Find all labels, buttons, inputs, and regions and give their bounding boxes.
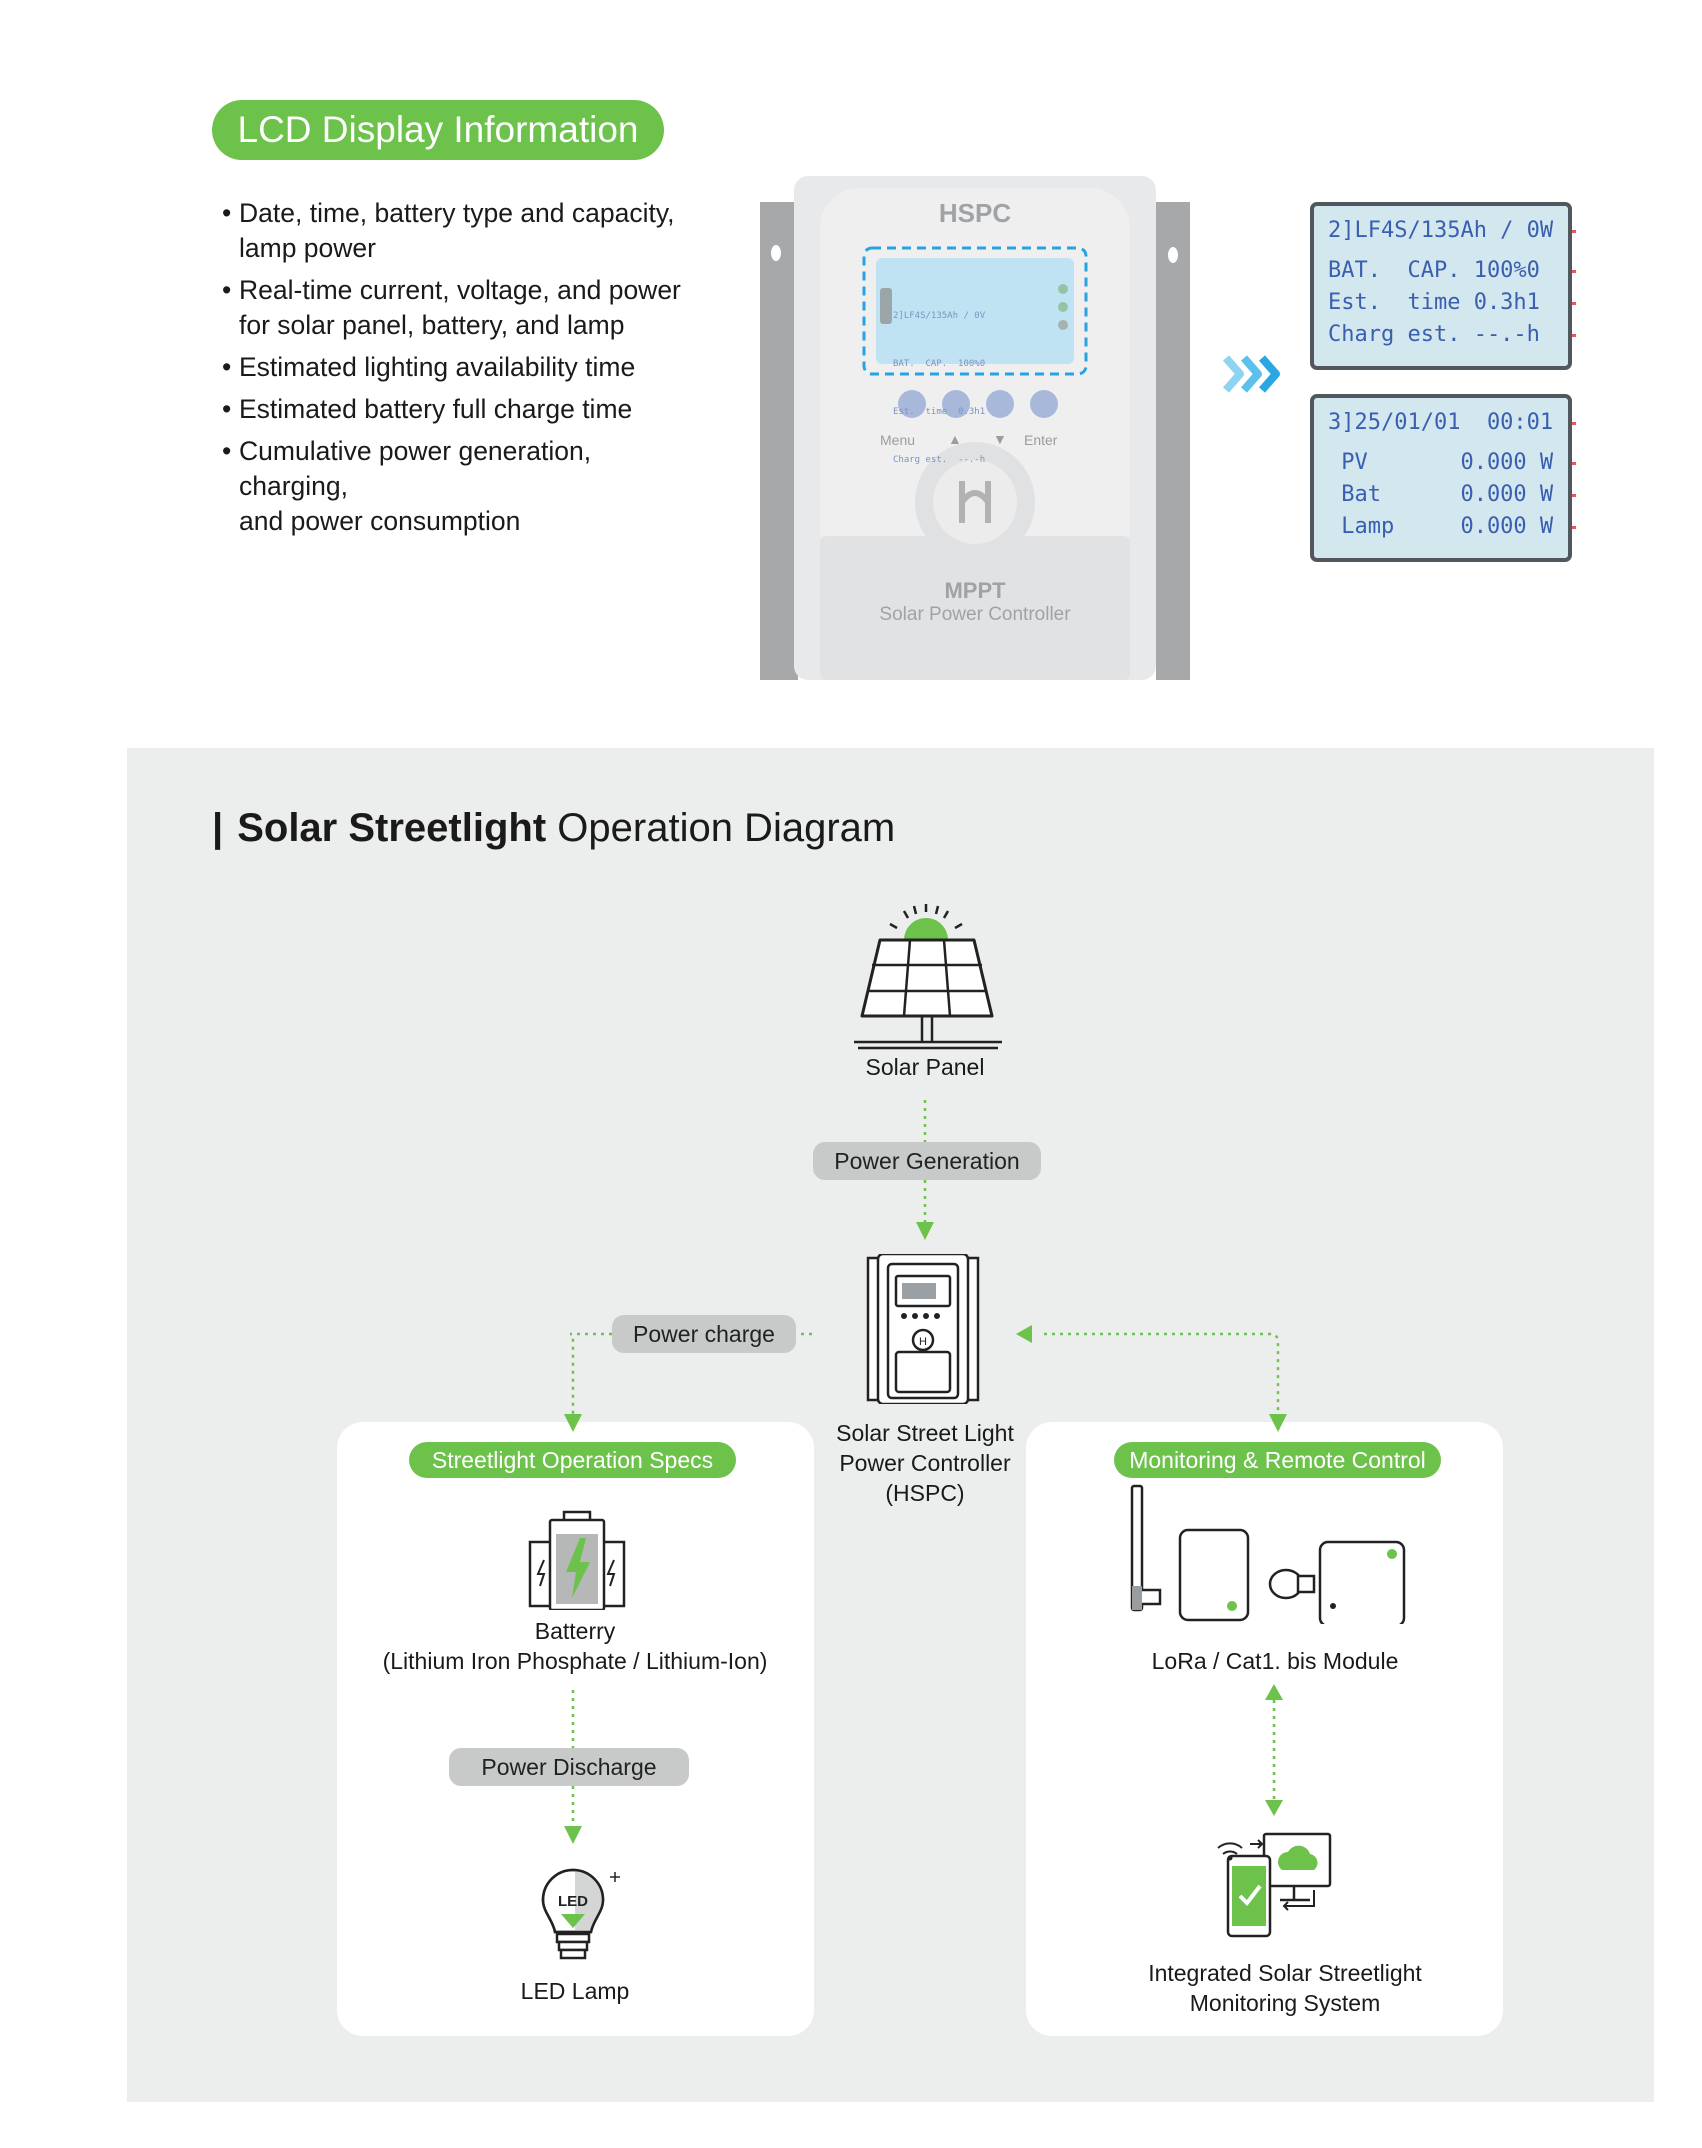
- diagram-title: |Solar Streetlight Operation Diagram: [212, 806, 896, 850]
- feature-item: Estimated lighting availability time: [222, 350, 702, 385]
- feature-list: Date, time, battery type and capacity,la…: [222, 196, 702, 546]
- battery-label: Batterry (Lithium Iron Phosphate / Lithi…: [382, 1618, 768, 1674]
- feature-item: Cumulative power generation, charging,an…: [222, 434, 702, 539]
- lcd-screen-power: 3]25/01/01 00:01 PV 0.000 W Bat 0.000 W …: [1310, 394, 1576, 562]
- battery-icon: [528, 1510, 626, 1610]
- device-brand: HSPC: [938, 198, 1012, 228]
- power-generation-tag: Power Generation: [813, 1142, 1041, 1180]
- up-button-label: ▲: [948, 431, 962, 447]
- lcd-section-title: LCD Display Information: [212, 100, 664, 160]
- led-lamp-icon: LED: [541, 1868, 620, 1960]
- svg-text:H: H: [919, 1336, 927, 1348]
- operation-specs-tag: Streetlight Operation Specs: [409, 1442, 736, 1478]
- lora-module-label: LoRa / Cat1. bis Module: [1151, 1648, 1399, 1674]
- controller-label: Solar Street Light Power Controller (HSP…: [836, 1420, 1014, 1506]
- feature-item: Real-time current, voltage, and powerfor…: [222, 273, 702, 343]
- lcd-screen-status: 2]LF4S/135Ah / 0W BAT. CAP. 100%0 Est. t…: [1310, 202, 1576, 370]
- chevron-right-icon: [1222, 355, 1280, 393]
- device-model: MPPT: [944, 578, 1006, 603]
- feature-item: Estimated battery full charge time: [222, 392, 702, 427]
- controller-device-graphic: [760, 176, 1190, 680]
- monitoring-tag: Monitoring & Remote Control: [1114, 1442, 1441, 1478]
- down-button-label: ▼: [993, 431, 1007, 447]
- controller-icon: H: [866, 1254, 980, 1404]
- lora-module-icon: [1130, 1484, 1406, 1624]
- led-lamp-label: LED Lamp: [520, 1978, 630, 2004]
- device-small-lcd: 2]LF4S/135Ah / 0V BAT. CAP. 100%0 Est. t…: [893, 311, 986, 465]
- enter-button-label: Enter: [1024, 432, 1058, 448]
- menu-button-label: Menu: [880, 432, 916, 448]
- power-charge-tag: Power charge: [612, 1315, 796, 1353]
- controller-device-image: HSPC 2]LF4S/135Ah / 0V BAT. CAP. 100%0 E…: [760, 176, 1190, 680]
- monitoring-system-label: Integrated Solar Streetlight Monitoring …: [1148, 1960, 1422, 2016]
- solar-panel-label: Solar Panel: [865, 1054, 985, 1080]
- feature-item: Date, time, battery type and capacity,la…: [222, 196, 702, 266]
- device-subtitle: Solar Power Controller: [879, 604, 1071, 625]
- solar-panel-icon: [854, 904, 1002, 1050]
- svg-text:LED: LED: [558, 1893, 588, 1910]
- power-discharge-tag: Power Discharge: [449, 1748, 689, 1786]
- monitoring-system-icon: [1217, 1832, 1332, 1938]
